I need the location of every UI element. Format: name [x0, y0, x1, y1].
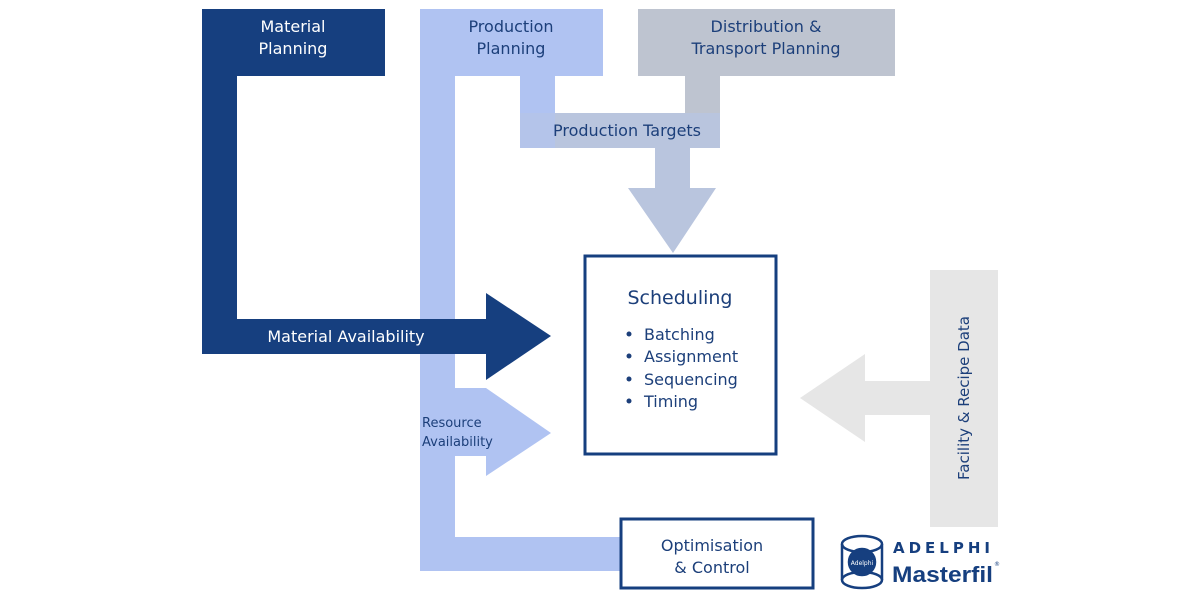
registered-mark: ® [994, 561, 1000, 568]
production-targets-bar-left-tint [520, 113, 555, 148]
scheduling-item-sequencing: Sequencing [644, 370, 738, 389]
distribution-planning-label-1: Distribution & [711, 17, 822, 36]
production-planning-stem [520, 76, 555, 116]
distribution-planning-flow [638, 9, 895, 116]
scheduling-list: Batching Assignment Sequencing Timing [626, 325, 738, 411]
brand-top-text: ADELPHI [893, 539, 994, 557]
production-planning-shape[interactable] [420, 9, 620, 571]
adelphi-masterfil-logo: Adelphi ADELPHI Masterfil ® [840, 534, 1000, 590]
material-planning-shape[interactable] [202, 9, 551, 380]
production-targets-flow [520, 113, 720, 253]
optimisation-control-label-1: Optimisation [661, 536, 763, 555]
scheduling-item-timing: Timing [643, 392, 698, 411]
distribution-planning-box[interactable] [638, 9, 895, 76]
bullet-icon [626, 331, 632, 337]
adelphi-badge-text: Adelphi [851, 560, 874, 567]
production-planning-label-2: Planning [477, 39, 546, 58]
resource-availability-arrow[interactable] [455, 388, 551, 476]
scheduling-item-assignment: Assignment [644, 347, 738, 366]
material-availability-label: Material Availability [267, 327, 424, 346]
production-targets-label: Production Targets [553, 121, 701, 140]
bullet-icon [626, 353, 632, 359]
material-planning-label-2: Planning [259, 39, 328, 58]
optimisation-control-box[interactable] [619, 517, 815, 590]
production-targets-arrow[interactable] [628, 148, 716, 253]
scheduling-item-batching: Batching [644, 325, 715, 344]
material-planning-flow [202, 9, 551, 380]
brand-bottom-text: Masterfil [892, 562, 993, 587]
facility-recipe-arrow[interactable] [800, 354, 930, 442]
resource-availability-label-2: Availability [422, 435, 493, 450]
distribution-planning-stem [685, 76, 720, 116]
facility-recipe-flow [800, 270, 998, 527]
resource-availability-label-1: Resource [422, 416, 482, 431]
facility-recipe-bar[interactable] [930, 270, 998, 527]
adelphi-emblem-icon [840, 534, 884, 590]
bullet-icon [626, 398, 632, 404]
material-planning-label-1: Material [261, 17, 326, 36]
bullet-icon [626, 376, 632, 382]
optimisation-control-label-2: & Control [674, 558, 749, 577]
distribution-planning-label-2: Transport Planning [690, 39, 840, 58]
production-planning-flow [420, 9, 620, 571]
scheduling-box[interactable] [583, 254, 778, 456]
scheduling-title: Scheduling [627, 287, 732, 309]
production-planning-label-1: Production [468, 17, 553, 36]
facility-recipe-label: Facility & Recipe Data [955, 316, 973, 480]
